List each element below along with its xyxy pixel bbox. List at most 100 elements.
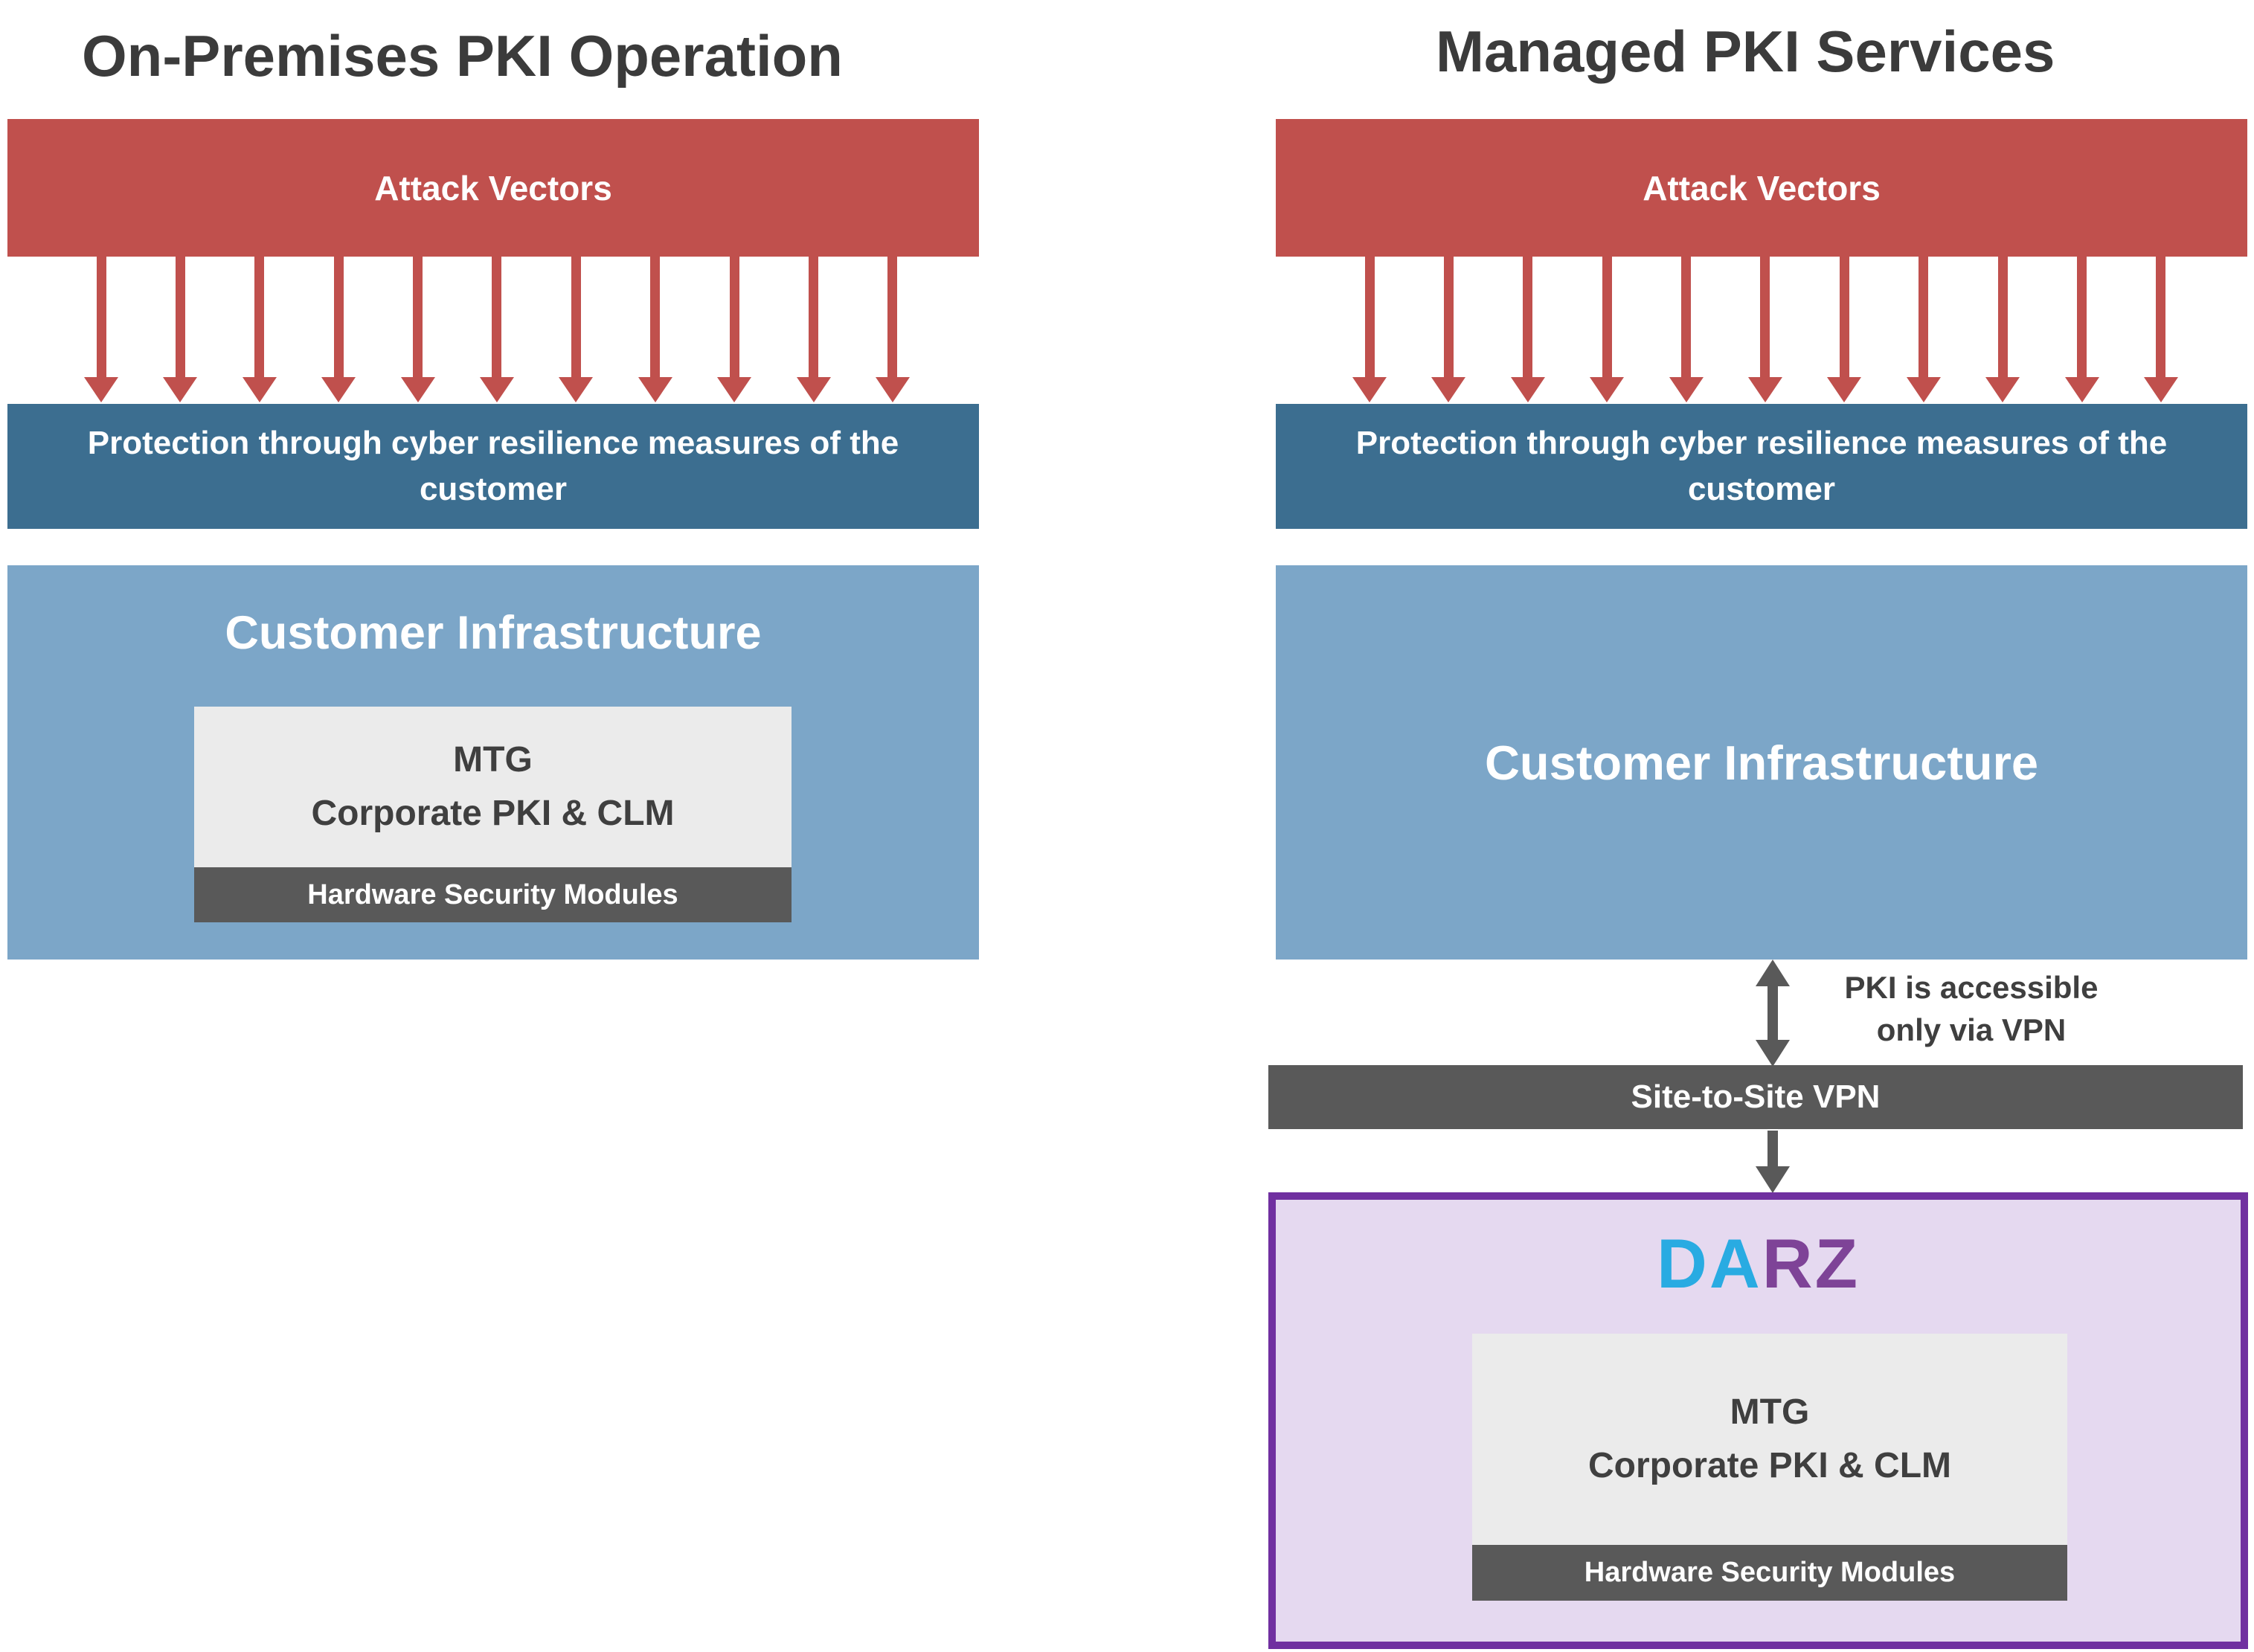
attack-arrow-shaft xyxy=(254,257,265,377)
attack-arrow xyxy=(2143,257,2178,402)
arrowhead-down-icon xyxy=(2143,377,2178,402)
arrowhead-down-icon xyxy=(796,377,831,402)
vpn-connection-arrow-lower xyxy=(1767,1131,1778,1168)
attack-arrow xyxy=(479,257,514,402)
attack-arrow-shaft xyxy=(1523,257,1533,377)
attack-arrow-shaft xyxy=(809,257,819,377)
attack-arrow xyxy=(559,257,594,402)
attack-arrow-shaft xyxy=(1602,257,1612,377)
attack-arrow xyxy=(1510,257,1545,402)
arrowhead-down-icon xyxy=(638,377,672,402)
attack-arrow xyxy=(163,257,198,402)
attack-arrow-shaft xyxy=(1443,257,1454,377)
attack-arrow-shaft xyxy=(413,257,423,377)
attack-arrow-shaft xyxy=(2156,257,2166,377)
attack-arrow xyxy=(84,257,118,402)
arrowhead-down-icon xyxy=(1985,377,2020,402)
attack-arrow-shaft xyxy=(175,257,185,377)
attack-arrow xyxy=(1590,257,1625,402)
arrowhead-down-icon xyxy=(1756,1040,1790,1067)
mtg-label-line2: Corporate PKI & CLM xyxy=(1587,1446,1951,1485)
arrowhead-down-icon xyxy=(1669,377,1704,402)
arrowhead-down-icon xyxy=(559,377,594,402)
vpn-bar-label: Site-to-Site VPN xyxy=(1631,1079,1881,1115)
darz-logo-part1: DA xyxy=(1656,1224,1762,1302)
left-column-title: On-Premises PKI Operation xyxy=(82,23,843,89)
vpn-connection-arrow-upper xyxy=(1767,983,1778,1041)
attack-arrow-shaft xyxy=(1919,257,1929,377)
attack-arrow-shaft xyxy=(729,257,739,377)
attack-arrows-right xyxy=(1352,257,2178,402)
customer-infrastructure-label: Customer Infrastructure xyxy=(1484,735,2039,790)
attack-arrow xyxy=(242,257,277,402)
customer-infrastructure-label: Customer Infrastructure xyxy=(225,607,762,659)
arrowhead-down-icon xyxy=(1431,377,1466,402)
protection-box-left: Protection through cyber resilience meas… xyxy=(7,404,979,529)
attack-arrow xyxy=(1827,257,1862,402)
attack-arrow xyxy=(1431,257,1466,402)
hsm-bar: Hardware Security Modules xyxy=(1472,1545,2067,1601)
attack-arrow-shaft xyxy=(96,257,106,377)
darz-datacenter-box: DARZ MTG Corporate PKI & CLM Hardware Se… xyxy=(1268,1192,2248,1649)
mtg-label-line1: MTG xyxy=(453,740,533,780)
attack-arrow xyxy=(1747,257,1782,402)
arrowhead-down-icon xyxy=(1352,377,1387,402)
arrowhead-down-icon xyxy=(875,377,910,402)
hsm-bar: Hardware Security Modules xyxy=(194,867,792,922)
vpn-note-line1: PKI is accessible xyxy=(1844,970,2099,1005)
mtg-label-line2: Corporate PKI & CLM xyxy=(311,794,675,833)
arrowhead-down-icon xyxy=(1827,377,1862,402)
mtg-label-line1: MTG xyxy=(1730,1392,1810,1432)
attack-arrow-shaft xyxy=(887,257,898,377)
attack-arrows-left xyxy=(84,257,910,402)
attack-vectors-box-right: Attack Vectors xyxy=(1276,119,2247,257)
arrowhead-down-icon xyxy=(1906,377,1941,402)
mtg-pki-box: MTG Corporate PKI & CLM xyxy=(194,707,792,867)
arrowhead-down-icon xyxy=(479,377,514,402)
site-to-site-vpn-bar: Site-to-Site VPN xyxy=(1268,1065,2243,1129)
attack-arrow-shaft xyxy=(1760,257,1770,377)
attack-arrow-shaft xyxy=(1839,257,1849,377)
darz-logo-part2: RZ xyxy=(1762,1224,1860,1302)
arrowhead-down-icon xyxy=(400,377,435,402)
attack-arrow-shaft xyxy=(1681,257,1692,377)
attack-vectors-label: Attack Vectors xyxy=(374,168,612,208)
arrowhead-down-icon xyxy=(163,377,198,402)
customer-infrastructure-box-right: Customer Infrastructure xyxy=(1276,565,2247,960)
attack-arrow xyxy=(875,257,910,402)
attack-arrow-shaft xyxy=(2077,257,2087,377)
arrowhead-down-icon xyxy=(717,377,752,402)
attack-arrow xyxy=(717,257,752,402)
arrowhead-up-icon xyxy=(1756,960,1790,986)
mtg-pki-box: MTG Corporate PKI & CLM xyxy=(1472,1334,2067,1545)
attack-arrow-shaft xyxy=(650,257,661,377)
attack-arrow xyxy=(1669,257,1704,402)
arrowhead-down-icon xyxy=(2064,377,2099,402)
attack-arrow xyxy=(638,257,672,402)
vpn-access-note: PKI is accessible only via VPN xyxy=(1808,967,2135,1051)
attack-arrow-shaft xyxy=(1997,257,2008,377)
attack-arrow xyxy=(2064,257,2099,402)
vpn-note-line2: only via VPN xyxy=(1876,1012,2067,1047)
arrowhead-down-icon xyxy=(84,377,118,402)
attack-arrow xyxy=(1352,257,1387,402)
attack-arrow-shaft xyxy=(492,257,502,377)
attack-arrow-shaft xyxy=(1364,257,1375,377)
attack-arrow-shaft xyxy=(333,257,344,377)
hsm-label: Hardware Security Modules xyxy=(307,878,678,910)
attack-vectors-label: Attack Vectors xyxy=(1643,168,1881,208)
attack-arrow xyxy=(1906,257,1941,402)
arrowhead-down-icon xyxy=(242,377,277,402)
arrowhead-down-icon xyxy=(1590,377,1625,402)
protection-label: Protection through cyber resilience meas… xyxy=(1355,425,2168,507)
attack-arrow-shaft xyxy=(571,257,581,377)
attack-arrow xyxy=(1985,257,2020,402)
hsm-label: Hardware Security Modules xyxy=(1584,1557,1956,1588)
arrowhead-down-icon xyxy=(1756,1166,1790,1193)
protection-label: Protection through cyber resilience meas… xyxy=(87,425,899,507)
attack-vectors-box-left: Attack Vectors xyxy=(7,119,979,257)
attack-arrow xyxy=(400,257,435,402)
right-column-title: Managed PKI Services xyxy=(1436,19,2055,84)
customer-infrastructure-box-left: Customer Infrastructure MTG Corporate PK… xyxy=(7,565,979,960)
arrowhead-down-icon xyxy=(1747,377,1782,402)
